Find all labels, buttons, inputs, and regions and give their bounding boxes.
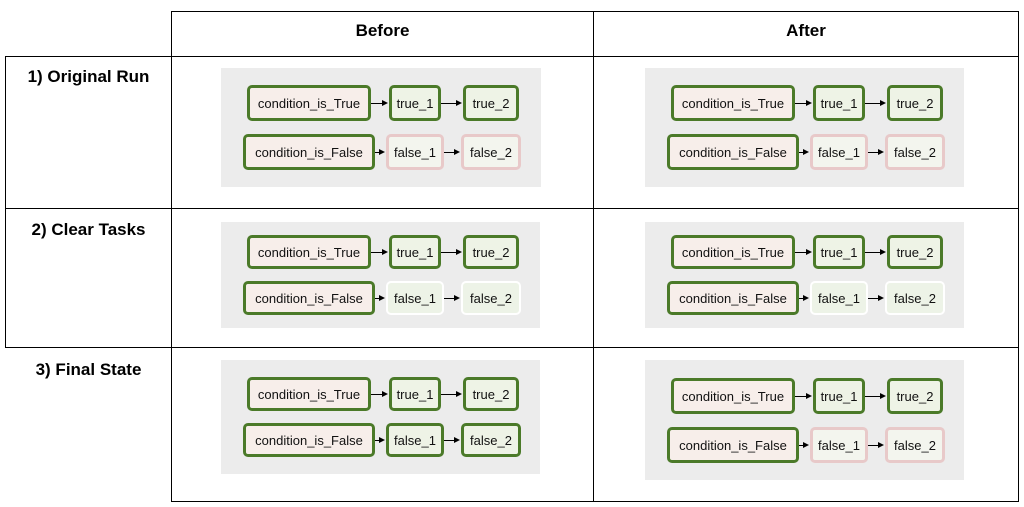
task-node-false-1[interactable]: false_1 — [386, 134, 444, 170]
task-node-true-1[interactable]: true_1 — [389, 235, 441, 269]
task-node-true-1[interactable]: true_1 — [813, 85, 865, 121]
header-after: After — [786, 21, 826, 40]
task-node-false-2[interactable]: false_2 — [461, 281, 521, 315]
dag-panel-row3-before: condition_is_True true_1 true_2 condition_i… — [221, 360, 540, 474]
edge-arrow — [799, 149, 809, 155]
header-before: Before — [355, 21, 410, 40]
edge-arrow — [371, 249, 388, 255]
task-node-cond-true[interactable]: condition_is_True — [247, 235, 371, 269]
edge-arrow — [441, 391, 462, 397]
grid-line-left — [5, 56, 6, 348]
edge-arrow — [795, 393, 812, 399]
grid-line-right — [1018, 11, 1019, 502]
task-node-cond-true[interactable]: condition_is_True — [671, 378, 795, 414]
task-node-false-2[interactable]: false_2 — [885, 427, 945, 463]
dag-panel-row1-after: condition_is_True true_1 true_2 condition_i… — [645, 68, 964, 187]
edge-arrow — [868, 149, 884, 155]
dag-panel-row2-before: condition_is_True true_1 true_2 condition_i… — [221, 222, 540, 328]
dag-panel-row2-after: condition_is_True true_1 true_2 condition_i… — [645, 222, 964, 328]
task-node-false-2[interactable]: false_2 — [461, 423, 521, 457]
task-node-cond-false[interactable]: condition_is_False — [667, 134, 799, 170]
task-node-true-2[interactable]: true_2 — [887, 235, 943, 269]
task-node-cond-false[interactable]: condition_is_False — [243, 423, 375, 457]
edge-arrow — [371, 391, 388, 397]
task-node-true-2[interactable]: true_2 — [463, 377, 519, 411]
grid-line-col2 — [593, 11, 594, 502]
row-label-final-state: 3) Final State — [35, 360, 142, 379]
edge-arrow — [441, 100, 462, 106]
edge-arrow — [444, 437, 460, 443]
edge-arrow — [444, 295, 460, 301]
task-node-true-1[interactable]: true_1 — [813, 378, 865, 414]
row-label-clear-tasks: 2) Clear Tasks — [31, 220, 146, 239]
task-node-false-2[interactable]: false_2 — [885, 134, 945, 170]
grid-line-row1-bottom — [5, 208, 1019, 209]
row-label-original-run: 1) Original Run — [27, 67, 150, 86]
task-node-cond-true[interactable]: condition_is_True — [247, 377, 371, 411]
task-node-true-1[interactable]: true_1 — [389, 377, 441, 411]
task-node-cond-true[interactable]: condition_is_True — [247, 85, 371, 121]
task-node-false-1[interactable]: false_1 — [386, 281, 444, 315]
task-node-false-1[interactable]: false_1 — [386, 423, 444, 457]
task-node-true-2[interactable]: true_2 — [463, 235, 519, 269]
edge-arrow — [795, 100, 812, 106]
task-node-true-1[interactable]: true_1 — [813, 235, 865, 269]
dag-panel-row3-after: condition_is_True true_1 true_2 condition_i… — [645, 360, 964, 480]
task-node-cond-false[interactable]: condition_is_False — [667, 281, 799, 315]
grid-line-header-bottom — [5, 56, 1019, 57]
task-node-true-1[interactable]: true_1 — [389, 85, 441, 121]
edge-arrow — [865, 249, 886, 255]
edge-arrow — [375, 295, 385, 301]
edge-arrow — [799, 295, 809, 301]
task-node-false-1[interactable]: false_1 — [810, 281, 868, 315]
edge-arrow — [375, 437, 385, 443]
edge-arrow — [441, 249, 462, 255]
task-node-cond-false[interactable]: condition_is_False — [667, 427, 799, 463]
task-node-false-1[interactable]: false_1 — [810, 134, 868, 170]
edge-arrow — [865, 100, 886, 106]
task-node-true-2[interactable]: true_2 — [463, 85, 519, 121]
grid-line-top — [171, 11, 1019, 12]
edge-arrow — [795, 249, 812, 255]
edge-arrow — [799, 442, 809, 448]
edge-arrow — [444, 149, 460, 155]
task-node-false-2[interactable]: false_2 — [885, 281, 945, 315]
task-node-cond-true[interactable]: condition_is_True — [671, 235, 795, 269]
task-node-true-2[interactable]: true_2 — [887, 378, 943, 414]
edge-arrow — [371, 100, 388, 106]
edge-arrow — [375, 149, 385, 155]
edge-arrow — [868, 295, 884, 301]
task-node-cond-false[interactable]: condition_is_False — [243, 134, 375, 170]
task-node-false-1[interactable]: false_1 — [810, 427, 868, 463]
task-node-cond-true[interactable]: condition_is_True — [671, 85, 795, 121]
grid-line-row2-bottom — [5, 347, 1019, 348]
edge-arrow — [868, 442, 884, 448]
grid-line-col1 — [171, 11, 172, 502]
edge-arrow — [865, 393, 886, 399]
task-node-false-2[interactable]: false_2 — [461, 134, 521, 170]
grid-line-bottom — [171, 501, 1019, 502]
task-node-cond-false[interactable]: condition_is_False — [243, 281, 375, 315]
dag-panel-row1-before: condition_is_True true_1 true_2 condition_i… — [221, 68, 541, 187]
task-node-true-2[interactable]: true_2 — [887, 85, 943, 121]
